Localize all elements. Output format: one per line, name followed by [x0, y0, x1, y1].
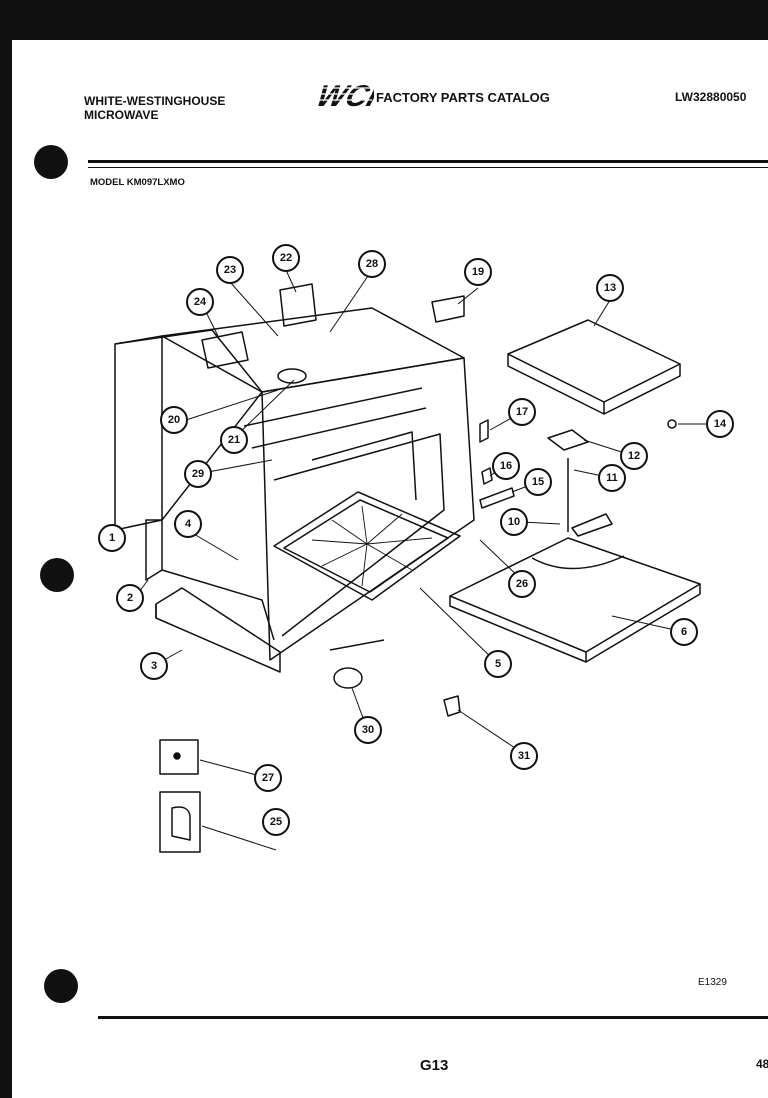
callout-28: 28 [366, 258, 378, 270]
callout-21: 21 [228, 434, 240, 446]
model-label: MODEL KM097LXMO [90, 177, 185, 188]
catalog-code: LW32880050 [675, 90, 747, 104]
callout-4: 4 [185, 518, 192, 530]
callout-26: 26 [516, 578, 528, 590]
callout-25: 25 [270, 816, 282, 828]
part-22-body [279, 283, 317, 327]
brand-block: WHITE-WESTINGHOUSE MICROWAVE [84, 94, 225, 122]
turntable-tray [273, 491, 461, 601]
part-17-switch [479, 419, 489, 443]
part-31-connector [443, 695, 461, 717]
catalog-title: FACTORY PARTS CATALOG [376, 90, 550, 105]
part-24-body [201, 331, 249, 369]
callout-5: 5 [495, 658, 501, 670]
callout-13: 13 [604, 282, 616, 294]
callout-11: 11 [606, 472, 618, 484]
exploded-parts-diagram: 1 2 3 4 5 6 10 11 12 13 14 15 16 17 19 2… [98, 244, 734, 853]
binder-hole-middle [40, 558, 74, 592]
cavity-front-frame [261, 357, 475, 661]
logo-text: WCI [313, 79, 374, 112]
callout-29: 29 [192, 468, 204, 480]
stirrer-blade [547, 429, 589, 451]
callout-27: 27 [262, 772, 274, 784]
callout-12: 12 [628, 450, 640, 462]
cabinet-left-panel [114, 335, 163, 531]
lamp-cord [329, 639, 385, 651]
part-14-nut [667, 419, 677, 429]
binder-hole-bottom [44, 969, 78, 1003]
part-19-body [431, 295, 465, 323]
part-25-box [159, 791, 201, 853]
callout-14: 14 [714, 418, 727, 430]
cabinet-base-left [145, 519, 163, 581]
callout-30: 30 [362, 724, 374, 736]
callout-15: 15 [532, 476, 544, 488]
brand-name: WHITE-WESTINGHOUSE [84, 94, 226, 108]
footer-rule [98, 1016, 768, 1019]
callout-10: 10 [508, 516, 520, 528]
diagram-code: E1329 [698, 977, 727, 988]
callout-16: 16 [500, 460, 512, 472]
part-16-clip [481, 467, 493, 485]
part-27-box [159, 739, 199, 775]
callout-23: 23 [224, 264, 236, 276]
callout-22: 22 [280, 252, 292, 264]
part-15-spring [479, 487, 515, 509]
callout-31: 31 [518, 750, 530, 762]
catalog-page: WHITE-WESTINGHOUSE MICROWAVE WCI FACTORY… [12, 40, 768, 1098]
page-label: G13 [420, 1057, 449, 1074]
callout-1: 1 [109, 532, 115, 544]
callout-24: 24 [194, 296, 207, 308]
fan-part [277, 368, 307, 384]
callout-3: 3 [151, 660, 157, 672]
page-number: 48 [756, 1057, 768, 1071]
binder-hole-top [34, 145, 68, 179]
header-rule [88, 160, 768, 163]
header-rule-thin [88, 167, 768, 168]
bottom-plate-6 [449, 537, 701, 653]
product-type: MICROWAVE [84, 108, 159, 122]
callout-19: 19 [472, 266, 484, 278]
callout-2: 2 [127, 592, 133, 604]
callout-20: 20 [168, 414, 180, 426]
callout-17: 17 [516, 406, 528, 418]
callout-6: 6 [681, 626, 687, 638]
wci-logo: WCI [312, 79, 374, 112]
